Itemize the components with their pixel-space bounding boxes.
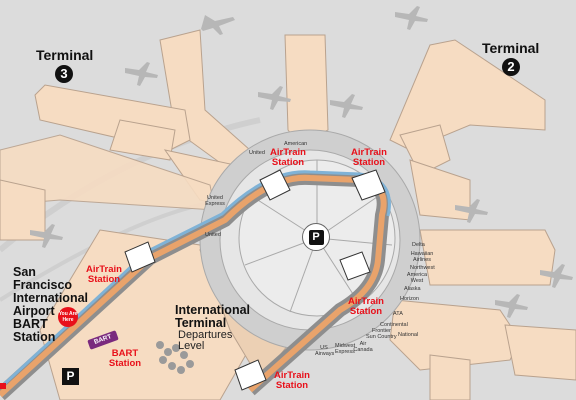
airline-label: Sun Country bbox=[366, 334, 397, 340]
terminal-3-label: Terminal bbox=[36, 47, 94, 63]
airline-label: United bbox=[205, 232, 221, 238]
airtrain-station-label: AirTrain Station bbox=[86, 264, 122, 285]
international-terminal-title: Terminal bbox=[175, 316, 227, 330]
international-terminal-subtitle: Level bbox=[178, 340, 205, 352]
airline-label: America West bbox=[406, 272, 428, 284]
airline-label: Delta bbox=[412, 242, 425, 248]
international-terminal-subtitle: Departures bbox=[178, 329, 233, 341]
terminal-2-number: 2 bbox=[502, 58, 520, 76]
exit-marker bbox=[0, 383, 6, 389]
station-structure bbox=[234, 359, 267, 391]
airtrain-station-label: AirTrain Station bbox=[274, 370, 310, 391]
airline-label: Horizon bbox=[400, 296, 419, 302]
airline-label: Air Canada bbox=[353, 341, 373, 353]
airline-label: United bbox=[249, 150, 265, 156]
you-are-here-marker: You Are Here bbox=[58, 307, 78, 327]
sfo-bart-line: San bbox=[13, 265, 36, 279]
terminal-2-label: Terminal bbox=[482, 40, 540, 56]
airline-label: Alaska bbox=[404, 286, 421, 292]
station-structure bbox=[259, 169, 291, 201]
sfo-bart-line: BART bbox=[13, 317, 48, 331]
sfo-bart-line: Francisco bbox=[13, 278, 73, 292]
sfo-bart-line: International bbox=[13, 291, 89, 305]
airline-label: Northwest bbox=[410, 265, 435, 271]
airline-label: American bbox=[284, 141, 308, 147]
airline-label: National bbox=[398, 332, 419, 338]
airline-label: United Express bbox=[205, 195, 225, 207]
boarding-area-right bbox=[389, 229, 576, 400]
airline-label: Continental bbox=[380, 322, 408, 328]
aircraft-icons bbox=[30, 6, 573, 318]
terminal-3-number: 3 bbox=[55, 65, 73, 83]
station-structure bbox=[124, 241, 156, 273]
station-structure bbox=[351, 169, 386, 201]
airtrain-station-label: AirTrain Station bbox=[270, 147, 306, 168]
parking-icon: P bbox=[302, 223, 330, 251]
airtrain-station-label: AirTrain Station bbox=[348, 296, 384, 317]
boarding-area-left bbox=[0, 134, 216, 241]
airline-label: US Airways bbox=[315, 345, 335, 357]
airline-label: ATA bbox=[393, 311, 403, 317]
bart-station-label: BART Station bbox=[108, 348, 142, 369]
trees bbox=[156, 341, 194, 374]
sfo-bart-line: Station bbox=[13, 330, 56, 344]
airline-label: Hawaiian Airlines bbox=[410, 251, 434, 263]
airtrain-station-label: AirTrain Station bbox=[351, 147, 387, 168]
airline-label: Midwest Express bbox=[335, 343, 356, 355]
parking-icon: P bbox=[62, 368, 79, 385]
station-structure bbox=[339, 251, 371, 281]
international-terminal-title: International bbox=[175, 303, 251, 317]
sfo-bart-line: Airport bbox=[13, 304, 55, 318]
airline-label: Frontier bbox=[372, 328, 391, 334]
